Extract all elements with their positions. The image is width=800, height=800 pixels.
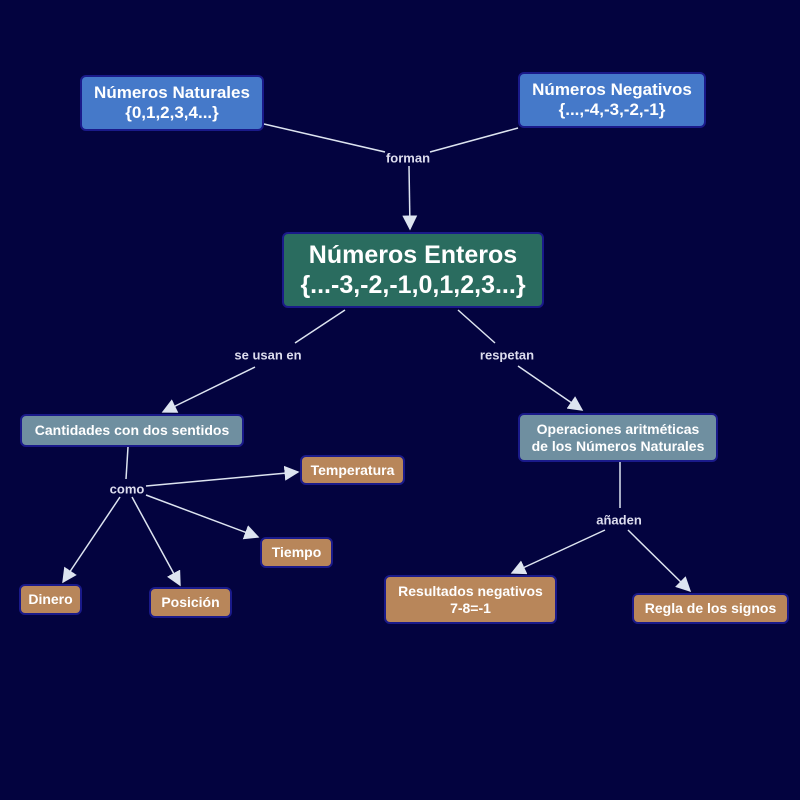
node-title: Regla de los signos — [644, 600, 777, 617]
node-title: Tiempo — [271, 544, 322, 561]
node-title: Números Negativos — [532, 79, 692, 99]
line-negativos-forman — [429, 127, 519, 153]
node-posicion[interactable]: Posición — [149, 587, 232, 618]
arrow-respetan-operaciones — [517, 365, 584, 411]
line-cantidades-como — [125, 446, 129, 480]
arrow-anaden-resultados — [510, 529, 606, 575]
node-numeros-negativos[interactable]: Números Negativos {...,-4,-3,-2,-1} — [518, 72, 706, 128]
node-subtitle: {...,-4,-3,-2,-1} — [558, 100, 666, 119]
arrow-como-dinero — [62, 496, 121, 584]
node-numeros-enteros[interactable]: Números Enteros {...-3,-2,-1,0,1,2,3...} — [282, 232, 544, 308]
node-title: Temperatura — [310, 461, 395, 478]
node-title: Operaciones aritméticas — [536, 420, 700, 437]
node-title: Resultados negativos — [398, 582, 543, 599]
node-dinero[interactable]: Dinero — [19, 584, 82, 615]
arrow-como-temperatura — [145, 465, 300, 487]
line-enteros-respetan — [457, 309, 496, 344]
node-temperatura[interactable]: Temperatura — [300, 455, 405, 485]
node-title: Números Enteros — [308, 241, 518, 269]
node-resultados-negativos[interactable]: Resultados negativos 7-8=-1 — [384, 575, 557, 624]
arrow-anaden-regla — [627, 529, 692, 593]
node-cantidades[interactable]: Cantidades con dos sentidos — [20, 414, 244, 447]
node-subtitle: 7-8=-1 — [450, 599, 491, 616]
node-subtitle: de los Números Naturales — [531, 437, 705, 454]
node-title: Cantidades con dos sentidos — [34, 422, 230, 439]
arrow-como-posicion — [131, 496, 181, 587]
node-tiempo[interactable]: Tiempo — [260, 537, 333, 568]
link-label-forman: forman — [385, 150, 431, 166]
arrow-forman-enteros — [402, 165, 418, 231]
node-regla-signos[interactable]: Regla de los signos — [632, 593, 789, 624]
node-numeros-naturales[interactable]: Números Naturales {0,1,2,3,4...} — [80, 75, 264, 131]
node-title: Números Naturales — [94, 82, 250, 102]
line-enteros-seusan — [294, 309, 346, 344]
link-label-respetan: respetan — [479, 347, 535, 363]
node-operaciones[interactable]: Operaciones aritméticas de los Números N… — [518, 413, 718, 462]
link-label-como: como — [109, 481, 145, 497]
arrow-como-tiempo — [145, 494, 260, 540]
link-label-se-usan-en: se usan en — [234, 347, 302, 363]
node-subtitle: {...-3,-2,-1,0,1,2,3...} — [300, 271, 526, 299]
link-label-anaden: añaden — [596, 512, 642, 528]
node-title: Dinero — [28, 591, 73, 608]
arrow-seusan-cantidades — [161, 366, 256, 413]
node-subtitle: {0,1,2,3,4...} — [125, 103, 219, 122]
line-naturales-forman — [263, 123, 386, 153]
node-title: Posición — [161, 594, 220, 611]
